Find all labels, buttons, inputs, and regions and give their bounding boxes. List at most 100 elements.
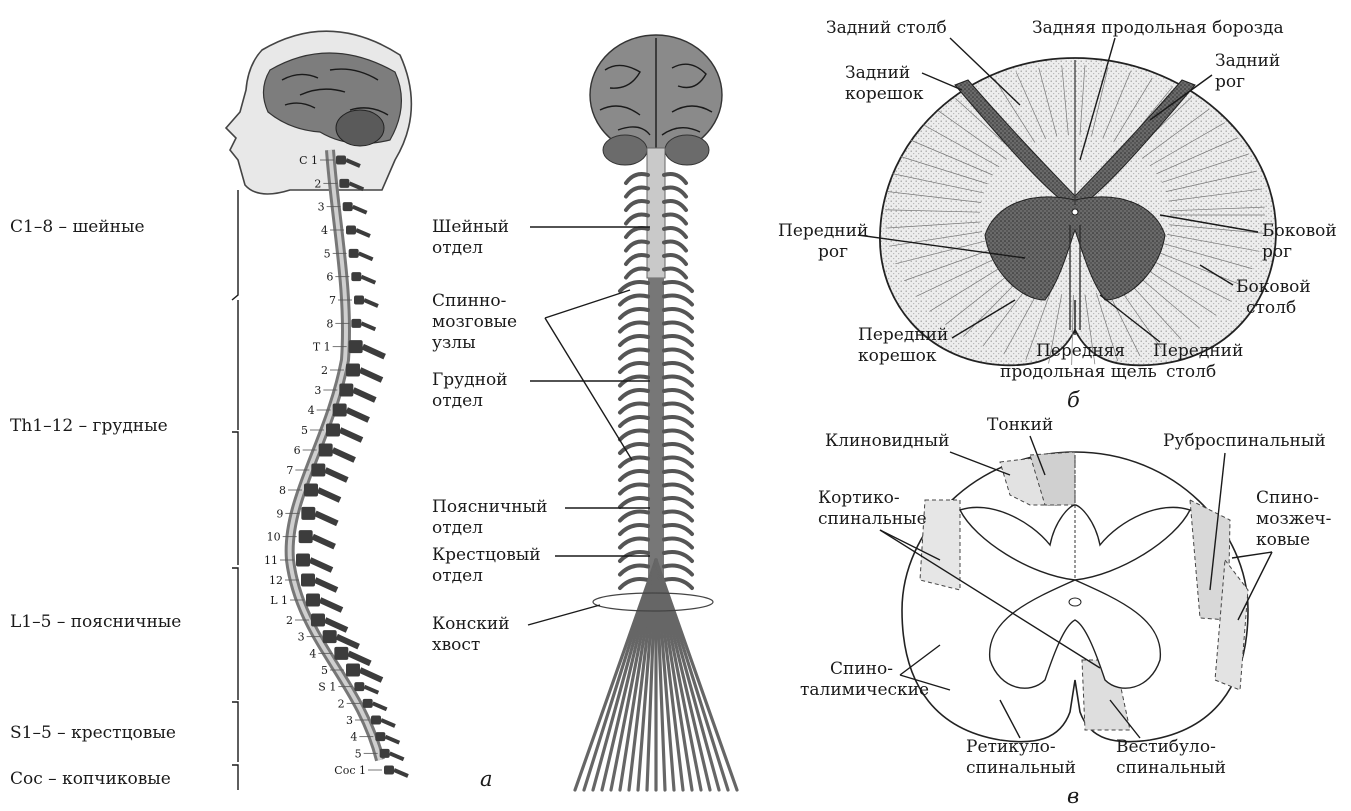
cross-section-illustration (879, 57, 1277, 367)
spinal-nerve (624, 266, 650, 280)
spinal-nerve (662, 536, 694, 550)
spinous-process (335, 633, 360, 650)
vertebra-body (346, 663, 360, 677)
grey-matter-ventral (989, 579, 1161, 689)
vertebra-body (311, 463, 326, 477)
label-ganglia-1: Спинно- (432, 291, 506, 311)
vertebra-body (354, 682, 365, 692)
spinous-process (360, 274, 377, 285)
cauda-equina-group (573, 558, 739, 792)
label-anterior-horn-2: рог (818, 242, 848, 262)
white-matter-ray (1141, 108, 1210, 159)
vertebra-body (375, 732, 386, 742)
spinal-nerve (624, 226, 650, 239)
vertebra-label: 6 (294, 444, 301, 457)
spinal-nerve (662, 523, 694, 536)
spinal-nerve (662, 550, 694, 563)
vertebra-body (362, 698, 373, 708)
white-matter-ray (910, 139, 993, 176)
vertebra-body (301, 573, 315, 587)
white-matter-ray (915, 258, 996, 298)
tracts-illustration (901, 451, 1249, 743)
spinal-nerve (662, 509, 694, 523)
vertebra-body (311, 613, 325, 627)
white-matter-ray (1117, 286, 1162, 349)
white-matter-ray (1167, 234, 1260, 252)
spinous-process (323, 617, 349, 633)
white-matter-ray (1149, 122, 1225, 167)
vertebra-label: L 1 (270, 594, 288, 607)
spinous-process (380, 718, 396, 728)
spinous-process (371, 701, 388, 712)
spinous-process (331, 447, 356, 463)
vertebra-label: 2 (314, 177, 321, 190)
cauda-fiber (654, 558, 739, 792)
label-rubrospinal: Руброспинальный (1163, 431, 1326, 451)
spinal-nerve (618, 293, 650, 307)
vertebra-body (348, 340, 363, 354)
spinal-nerve (662, 320, 694, 334)
label-corticospinal-2: спинальные (818, 509, 927, 529)
spinous-process (360, 321, 377, 332)
spinous-process (324, 467, 349, 483)
spinous-process (348, 181, 365, 192)
spinous-process (358, 367, 384, 383)
white-matter-ray (885, 209, 981, 213)
spinous-process (384, 734, 401, 745)
label-lateral-column-2: столб (1246, 298, 1296, 318)
vertebra-body (346, 363, 360, 377)
spinous-process (308, 557, 334, 573)
label-posterior-column: Задний столб (826, 18, 947, 38)
white-matter-ray (1169, 224, 1264, 234)
vertebra-label: 4 (321, 224, 328, 237)
spinal-nerve (662, 172, 688, 185)
label-spinothalamic-1: Спино- (830, 659, 893, 679)
white-matter-ray (923, 124, 1000, 168)
spinal-nerve (618, 496, 650, 509)
spinous-process (393, 768, 409, 778)
spinous-process (338, 427, 364, 443)
label-posterior-root-1: Задний (845, 63, 910, 83)
panel-letter-a: а (480, 767, 493, 791)
vertebra-label: 7 (329, 294, 336, 307)
vertebra-label: 5 (324, 247, 331, 260)
label-anterior-column-1: Передний (1153, 341, 1243, 361)
spinous-process (313, 577, 339, 593)
spinous-process (361, 343, 386, 360)
label-lateral-horn-2: рог (1262, 242, 1292, 262)
white-matter-ray (994, 78, 1036, 143)
vertebra-label: 2 (321, 364, 328, 377)
white-matter-ray (1161, 153, 1249, 183)
spinous-process (351, 204, 368, 215)
label-vestibulospinal-1: Вестибуло- (1116, 737, 1216, 757)
vertebra-body (379, 748, 390, 758)
label-cervical-part-1: Шейный (432, 217, 509, 237)
white-matter-ray (982, 284, 1030, 347)
label-reticulospinal-1: Ретикуло- (966, 737, 1056, 757)
spinal-nerve (662, 469, 694, 482)
region-braces (231, 190, 239, 790)
spinal-nerve (618, 523, 650, 536)
spinal-nerve (662, 226, 688, 239)
vertebra-label: S 1 (318, 681, 336, 694)
white-matter-ray (1084, 294, 1096, 365)
vertebra-label: 8 (279, 484, 286, 497)
label-posterior-horn-2: рог (1215, 72, 1245, 92)
spinal-nerve (662, 185, 688, 199)
spinocerebellar-tract (1214, 558, 1249, 691)
vertebra-body (339, 383, 354, 397)
region-label-sacral: S1–5 – крестцовые (10, 723, 176, 743)
white-matter-ray (1127, 281, 1182, 340)
label-spinocerebellar-1: Спино- (1256, 488, 1319, 508)
spinal-nerve (624, 212, 650, 226)
white-matter-ray (904, 249, 990, 282)
label-posterior-horn-1: Задний (1215, 51, 1280, 71)
label-thoracic-part-1: Грудной (432, 370, 508, 390)
vertebra-body (348, 248, 359, 258)
vertebra-body (342, 202, 353, 212)
vertebra-body (304, 483, 318, 497)
vertebra-label: 3 (346, 714, 353, 727)
spinal-nerve (662, 442, 694, 455)
spinal-nerve (624, 172, 650, 185)
